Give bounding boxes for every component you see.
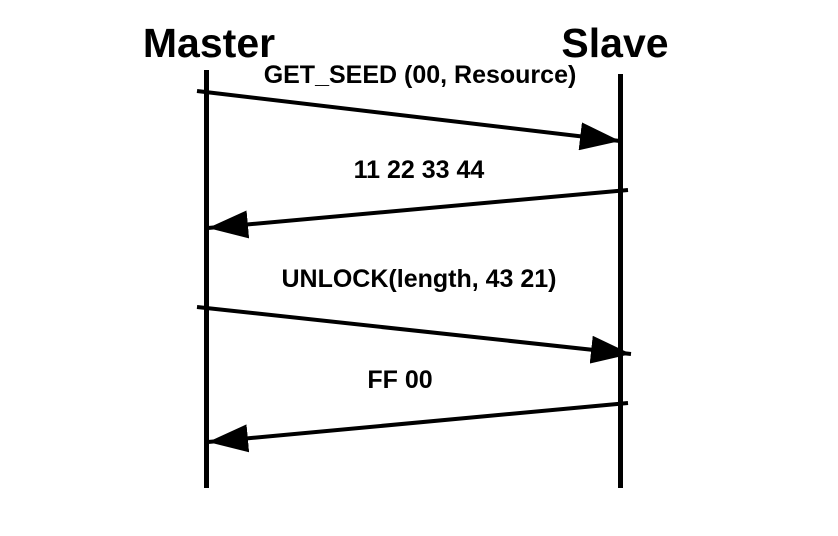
message-label-get-seed: GET_SEED (00, Resource) [264, 61, 577, 89]
message-arrow-get-seed [196, 89, 621, 151]
message-label-unlock-response: FF 00 [367, 366, 432, 394]
actor-title-master: Master [143, 20, 275, 66]
message-arrow-unlock [196, 305, 632, 364]
actor-title-slave: Slave [561, 20, 668, 66]
message-label-unlock: UNLOCK(length, 43 21) [281, 265, 556, 293]
message-arrow-seed-response [207, 188, 629, 239]
message-label-seed-response: 11 22 33 44 [354, 156, 485, 184]
message-arrow-unlock-response [207, 401, 629, 453]
